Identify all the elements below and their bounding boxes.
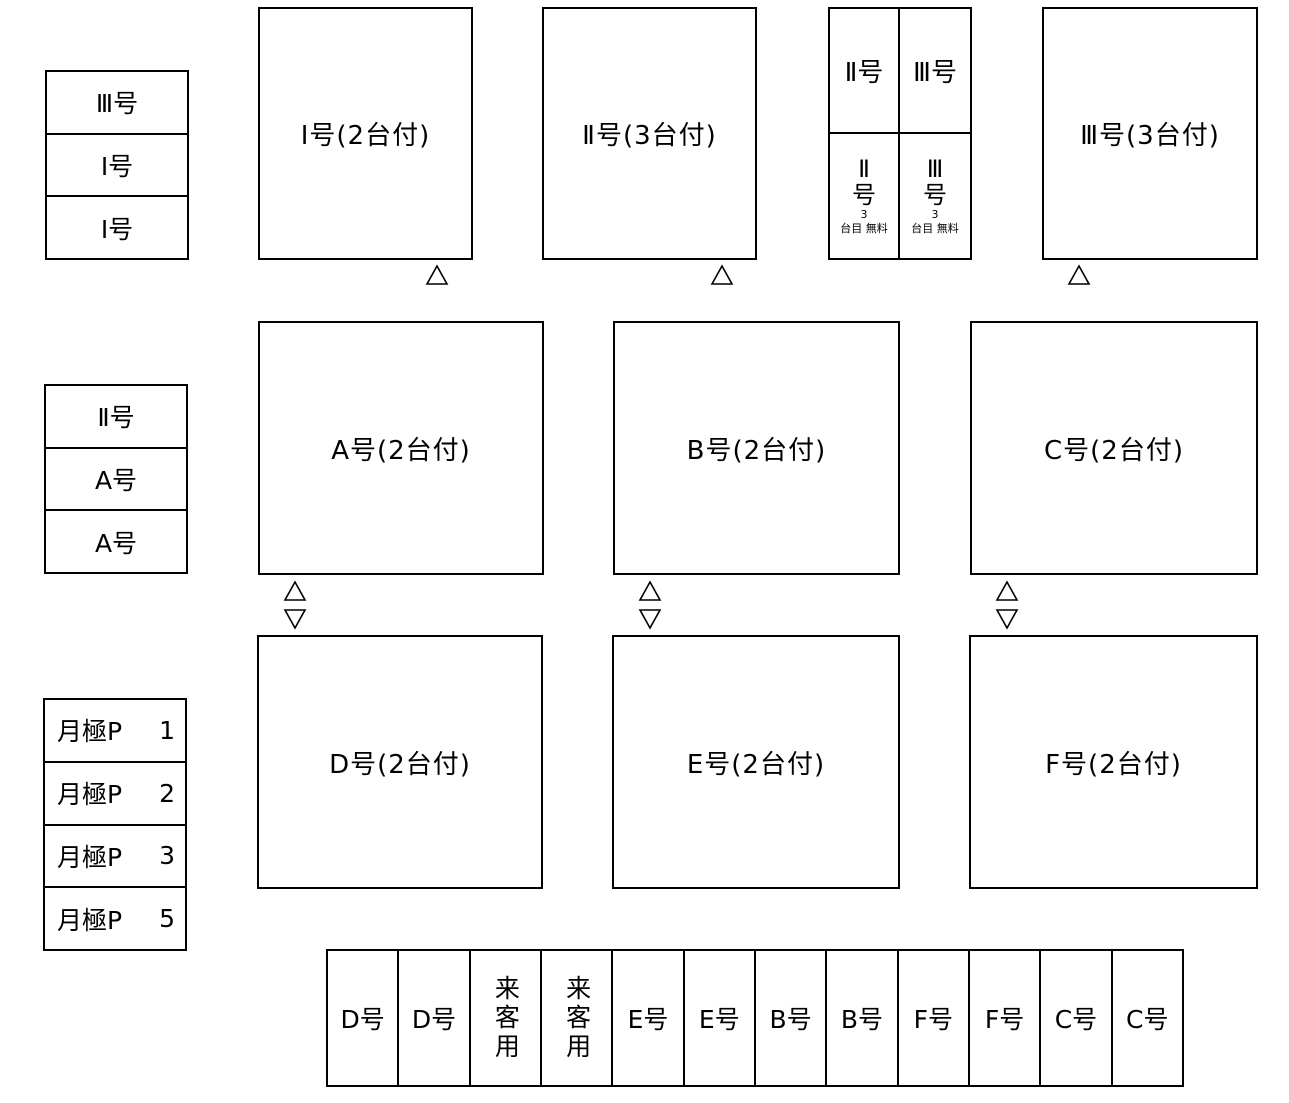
storage-label: 号 <box>852 181 876 209</box>
parking-slot: E号 <box>611 951 682 1085</box>
parking-slot: D号 <box>340 1005 385 1034</box>
unit-label: Ⅲ号(3台付) <box>1080 121 1220 151</box>
monthly-parking-slot: 月極P 1 <box>45 700 185 761</box>
storage-cell-free: Ⅱ 号 3 台目 無料 <box>830 134 900 258</box>
guest-parking-slot: 来客用 <box>468 951 540 1085</box>
monthly-parking-label: 月極P <box>57 842 123 872</box>
unit-c: C号(2台付) <box>970 321 1258 575</box>
guest-parking-slot: 来客用 <box>539 951 611 1085</box>
monthly-parking-label: 月極P <box>57 905 123 935</box>
monthly-parking-slot: 月極P 5 <box>45 886 185 949</box>
parking-slot: B号 <box>753 951 825 1085</box>
monthly-parking-number: 3 <box>159 841 175 871</box>
parking-slot: F号 <box>967 951 1039 1085</box>
storage-cell: Ⅲ号 <box>900 9 970 134</box>
monthly-parking-number: 1 <box>159 715 175 745</box>
parking-slot: E号 <box>682 951 754 1085</box>
monthly-parking-label: 月極P <box>57 717 123 747</box>
storage-note: 台目 無料 <box>840 222 888 235</box>
monthly-parking-slot: 月極P 2 <box>45 760 185 824</box>
parking-slot: Ⅲ号 <box>95 89 139 119</box>
monthly-parking-slot: 月極P 3 <box>45 823 185 887</box>
storage-label: Ⅲ号 <box>913 58 957 88</box>
storage-label: Ⅱ <box>858 155 870 183</box>
unit-3: Ⅲ号(3台付) <box>1042 7 1258 260</box>
parking-slot: A号 <box>46 509 186 572</box>
unit-label: Ⅰ号(2台付) <box>300 121 431 151</box>
storage-cell: Ⅱ号 <box>830 9 900 134</box>
unit-e: E号(2台付) <box>612 635 900 889</box>
monthly-parking-label: 月極P <box>57 780 123 810</box>
unit-label: E号(2台付) <box>686 749 826 780</box>
unit-label: D号(2台付) <box>329 749 471 780</box>
parking-slot: A号 <box>46 446 186 510</box>
unit-label: C号(2台付) <box>1044 435 1184 466</box>
parking-stack-middle: Ⅱ号 A号 A号 <box>44 384 188 574</box>
monthly-parking-number: 2 <box>159 778 175 808</box>
parking-slot: Ⅰ号 <box>47 132 187 196</box>
unit-2: Ⅱ号(3台付) <box>542 7 757 260</box>
unit-d: D号(2台付) <box>257 635 543 889</box>
parking-slot: Ⅰ号 <box>47 195 187 258</box>
unit-label: F号(2台付) <box>1045 749 1182 780</box>
parking-slot: Ⅱ号 <box>97 403 135 433</box>
unit-a: A号(2台付) <box>258 321 544 575</box>
monthly-parking-number: 5 <box>159 904 175 934</box>
parking-slot: C号 <box>1039 951 1110 1085</box>
unit-b: B号(2台付) <box>613 321 900 575</box>
parking-slot: C号 <box>1110 951 1182 1085</box>
monthly-parking-stack: 月極P 1 月極P 2 月極P 3 月極P 5 <box>43 698 187 951</box>
unit-1: Ⅰ号(2台付) <box>258 7 473 260</box>
parking-stack-upper: Ⅲ号 Ⅰ号 Ⅰ号 <box>45 70 189 260</box>
storage-note: 台目 無料 <box>911 222 959 235</box>
parking-row: D号 D号 来客用 来客用 E号 E号 B号 B号 F号 F号 C号 C号 <box>326 949 1184 1087</box>
parking-slot: F号 <box>896 951 968 1085</box>
storage-note-number: 3 <box>931 208 939 221</box>
storage-block: Ⅱ号 Ⅲ号 Ⅱ 号 3 台目 無料 Ⅲ 号 3 台目 無料 <box>828 7 972 260</box>
parking-slot: B号 <box>825 951 896 1085</box>
storage-cell-free: Ⅲ 号 3 台目 無料 <box>900 134 970 258</box>
storage-label: Ⅲ <box>926 155 944 183</box>
parking-slot: D号 <box>397 951 468 1085</box>
unit-label: A号(2台付) <box>331 435 471 466</box>
unit-f: F号(2台付) <box>969 635 1258 889</box>
unit-label: Ⅱ号(3台付) <box>582 121 717 151</box>
storage-label: Ⅱ号 <box>844 58 884 88</box>
storage-note-number: 3 <box>860 208 868 221</box>
unit-label: B号(2台付) <box>686 435 827 466</box>
storage-label: 号 <box>923 181 947 209</box>
